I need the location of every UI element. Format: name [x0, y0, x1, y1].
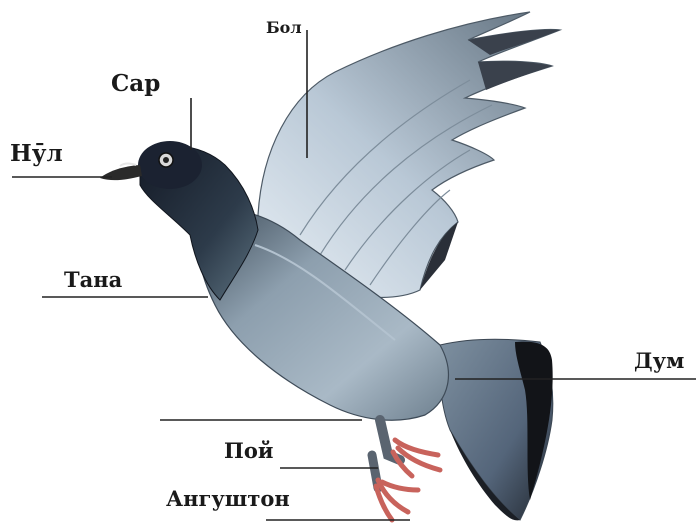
wing-label: Бол [266, 18, 302, 37]
beak [100, 165, 142, 180]
body-label: Тана [64, 267, 122, 292]
beak-label: Нӯл [10, 140, 63, 167]
toes-label: Ангуштон [166, 486, 290, 511]
leg-label: Пой [224, 438, 273, 463]
legs [372, 420, 440, 520]
head [100, 141, 258, 300]
tail [439, 339, 553, 520]
tail-label: Дум [634, 348, 684, 373]
head-label: Сар [111, 70, 160, 97]
